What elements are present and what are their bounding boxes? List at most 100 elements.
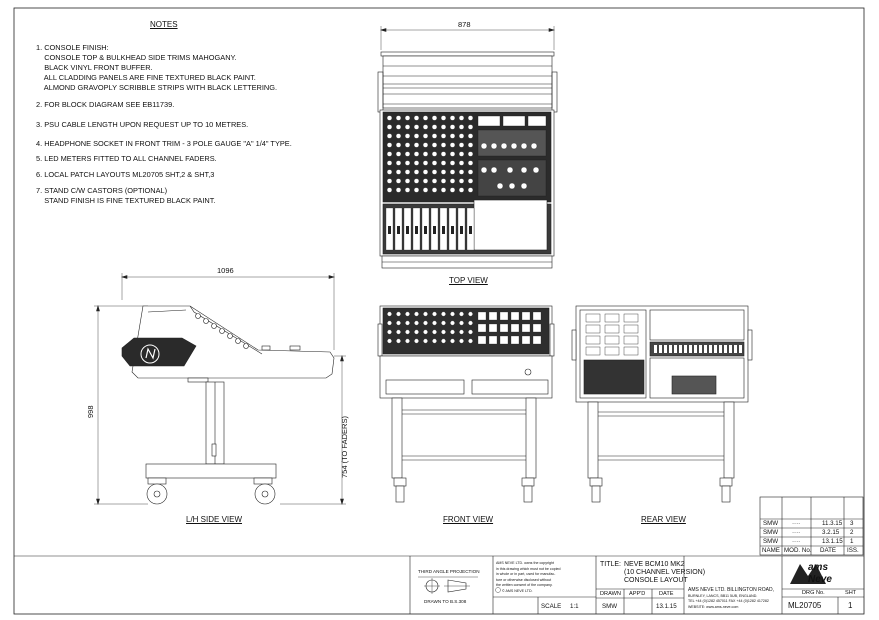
front-knob (387, 329, 392, 335)
rear-jack-socket (659, 345, 662, 353)
rear-jack-socket (674, 345, 677, 353)
logo-neve-text: Neve (808, 574, 832, 585)
channel-knob (395, 178, 402, 184)
channel-knob (413, 124, 420, 130)
channel-knob (440, 142, 447, 148)
rear-jack-socket (664, 345, 667, 353)
rev-cell-date: 3.2.15 (822, 529, 840, 536)
rear-view-drawing (571, 305, 753, 503)
front-knob (432, 320, 437, 326)
front-master-control (477, 311, 487, 321)
front-master-control (499, 335, 509, 345)
channel-knob (422, 151, 429, 157)
front-knob (450, 329, 455, 335)
rev-cell-name: SMW (763, 520, 779, 527)
channel-knob (404, 142, 411, 148)
fader-cap (460, 226, 463, 234)
rear-xlr-connector (585, 335, 601, 345)
scale-value: 1:1 (570, 603, 579, 610)
front-knob (423, 338, 428, 344)
side-view-label: L/H SIDE VIEW (186, 515, 243, 524)
front-view-label: FRONT VIEW (443, 515, 494, 524)
channel-knob (386, 115, 393, 121)
channel-knob (449, 124, 456, 130)
front-master-control (532, 335, 542, 345)
front-master-control (488, 335, 498, 345)
rear-jack-socket (734, 345, 737, 353)
front-knob (423, 329, 428, 335)
rear-view-connectors (585, 313, 742, 356)
channel-knob (458, 151, 465, 157)
channel-knob (404, 169, 411, 175)
notes-title: NOTES (150, 20, 178, 29)
front-knob (459, 338, 464, 344)
note-line: BLACK VINYL FRONT BUFFER. (36, 63, 153, 72)
channel-knob (467, 133, 474, 139)
front-knob (396, 329, 401, 335)
channel-knob (386, 151, 393, 157)
title-line: NEVE BCM10 MK2 (624, 561, 685, 568)
front-master-control (510, 335, 520, 345)
projection-standard: DRAWN TO B.S.308 (424, 599, 467, 604)
top-view-fader-strips (385, 207, 475, 251)
channel-knob (440, 160, 447, 166)
drawn-value: SMW (602, 603, 618, 610)
front-knob (450, 338, 455, 344)
company-line: AMS NEVE LTD. BILLINGTON ROAD, (688, 587, 774, 593)
channel-knob (458, 178, 465, 184)
rear-jack-socket (719, 345, 722, 353)
channel-knob (404, 133, 411, 139)
channel-knob (431, 142, 438, 148)
projection-label: THIRD ANGLE PROJECTION (418, 569, 480, 574)
rear-jack-socket (709, 345, 712, 353)
copyright-line: AMS NEVE LTD. owns the copyright (496, 561, 555, 565)
channel-knob (395, 169, 402, 175)
front-knob (405, 329, 410, 335)
date-label: DATE (659, 591, 674, 597)
note-line: 4. HEADPHONE SOCKET IN FRONT TRIM - 3 PO… (36, 139, 292, 148)
rear-xlr-connector (623, 335, 639, 345)
channel-knob (413, 151, 420, 157)
note-line: STAND FINISH IS FINE TEXTURED BLACK PAIN… (36, 196, 216, 205)
front-knob (432, 329, 437, 335)
channel-knob (449, 115, 456, 121)
front-knob (405, 338, 410, 344)
channel-knob (422, 169, 429, 175)
channel-knob (395, 142, 402, 148)
rev-cell-iss: 1 (850, 538, 854, 545)
channel-knob (458, 115, 465, 121)
fader-cap (388, 226, 391, 234)
rear-xlr-connector (623, 313, 639, 323)
channel-knob (467, 187, 474, 193)
channel-knob (449, 169, 456, 175)
channel-knob (431, 124, 438, 130)
rear-jack-socket (669, 345, 672, 353)
front-knob (387, 311, 392, 317)
rear-xlr-connector (604, 335, 620, 345)
note-line: CONSOLE TOP & BULKHEAD SIDE TRIMS MAHOGA… (36, 53, 237, 62)
rev-cell-mod: ···· (792, 529, 801, 536)
channel-knob (440, 133, 447, 139)
front-knob (423, 311, 428, 317)
channel-knob (440, 169, 447, 175)
channel-knob (458, 160, 465, 166)
channel-knob (422, 124, 429, 130)
rear-xlr-connector (604, 346, 620, 356)
top-view-master-section (477, 115, 547, 197)
rear-jack-socket (739, 345, 742, 353)
front-knob (459, 329, 464, 335)
fader-cap (415, 226, 418, 234)
front-knob (414, 320, 419, 326)
front-knob (396, 320, 401, 326)
fader-cap (451, 226, 454, 234)
channel-knob (467, 160, 474, 166)
company-line: WEBSITE: www.ams-neve.com (688, 604, 739, 609)
rear-jack-socket (724, 345, 727, 353)
front-knob (414, 311, 419, 317)
fader-cap (397, 226, 400, 234)
rev-cell-mod: ···· (792, 538, 801, 545)
fader-cap (433, 226, 436, 234)
channel-knob (458, 142, 465, 148)
front-knob (468, 329, 473, 335)
